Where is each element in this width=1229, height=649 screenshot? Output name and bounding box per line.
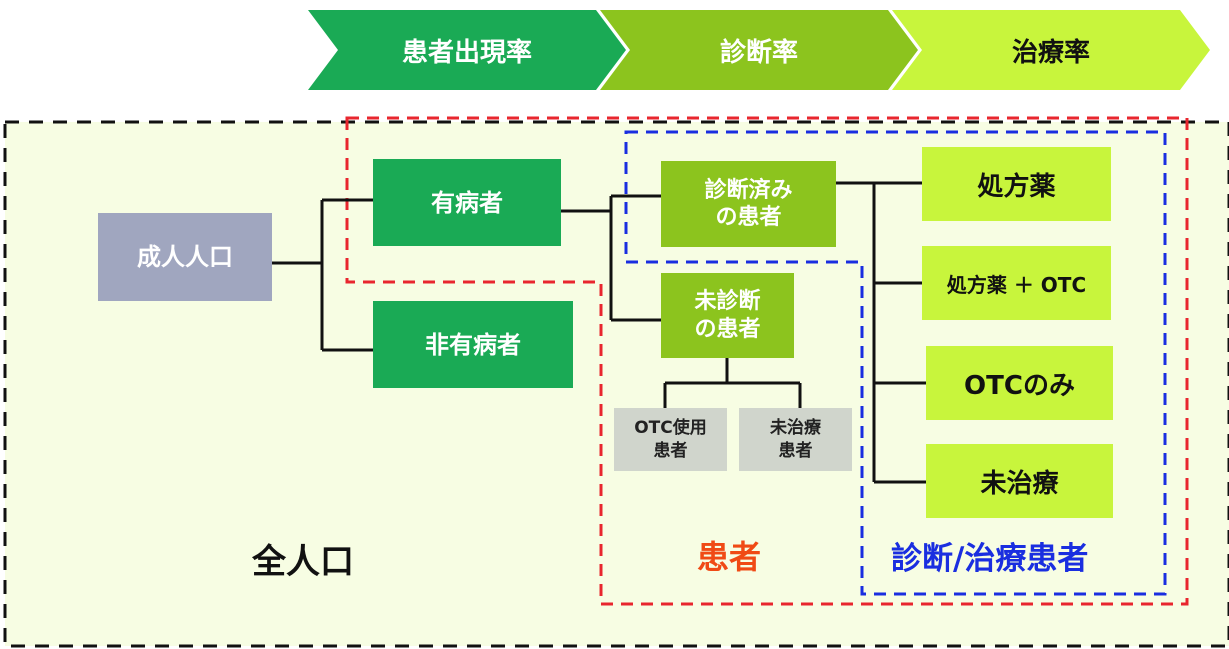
diagnosed-treated-label: 診断/治療患者 — [891, 541, 1089, 577]
patients-region — [345, 116, 1189, 606]
otc-user-label-line2: 患者 — [653, 440, 688, 461]
stage-diagnosis-label: 診断率 — [719, 37, 798, 68]
otc-only-label: OTCのみ — [964, 370, 1075, 401]
undiagnosed-node: 未診断 の患者 — [661, 273, 794, 358]
prescription-label: 処方薬 — [977, 171, 1056, 202]
otc-user-patients-node: OTC使用 患者 — [614, 408, 727, 471]
connector-lines — [272, 181, 926, 484]
prevalent-node: 有病者 — [373, 159, 561, 246]
untreated-small-label-line1: 未治療 — [770, 418, 821, 439]
prescription-otc-label: 処方薬 ＋ OTC — [946, 272, 1087, 297]
stage-incidence-label: 患者出現率 — [401, 37, 532, 68]
total-population-label: 全人口 — [252, 542, 354, 582]
untreated-label: 未治療 — [980, 468, 1059, 499]
diagnosed-region — [624, 130, 1167, 596]
diagnosed-label-line2: の患者 — [715, 205, 782, 230]
otc-user-label-line1: OTC使用 — [634, 418, 707, 439]
non-prevalent-node: 非有病者 — [373, 301, 573, 388]
adult-population-node: 成人人口 — [98, 213, 272, 301]
stage-treatment-label: 治療率 — [1011, 37, 1090, 68]
non-prevalent-label: 非有病者 — [425, 330, 521, 359]
prevalent-label: 有病者 — [431, 188, 503, 217]
diagnosed-node: 診断済み の患者 — [661, 161, 836, 247]
adult-population-label: 成人人口 — [137, 243, 233, 271]
untreated-patients-small-node: 未治療 患者 — [739, 408, 852, 471]
untreated-node: 未治療 — [926, 444, 1113, 518]
prescription-node: 処方薬 — [922, 147, 1111, 221]
patients-label: 患者 — [697, 538, 762, 576]
prescription-otc-node: 処方薬 ＋ OTC — [922, 246, 1111, 320]
undiagnosed-label-line1: 未診断 — [694, 289, 761, 314]
diagnosed-label-line1: 診断済み — [704, 177, 793, 203]
stage-diagnosis: 診断率 — [600, 10, 918, 90]
otc-only-node: OTCのみ — [926, 346, 1113, 420]
untreated-small-label-line2: 患者 — [778, 440, 813, 461]
stage-incidence: 患者出現率 — [308, 10, 626, 90]
undiagnosed-label-line2: の患者 — [694, 316, 761, 342]
stage-treatment: 治療率 — [892, 10, 1210, 90]
